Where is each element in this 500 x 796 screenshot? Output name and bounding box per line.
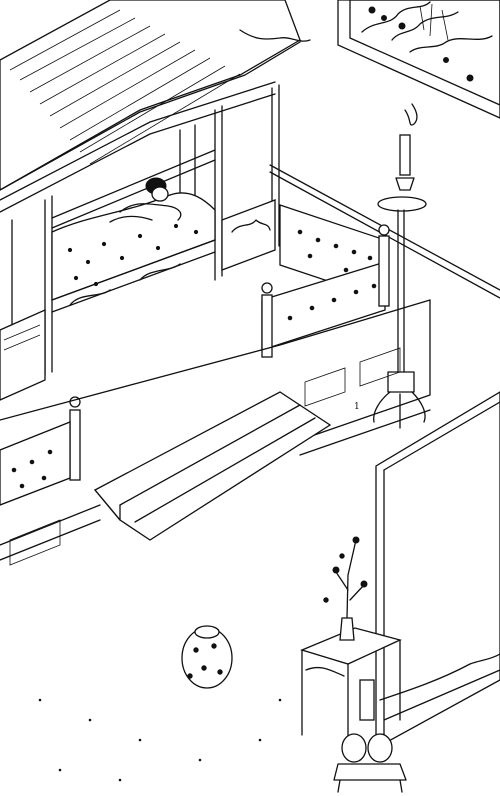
left-panel-speckle — [11, 449, 53, 489]
bed-railing — [69, 204, 390, 481]
side-table — [300, 627, 402, 749]
canopy-bed — [0, 0, 311, 401]
floor-texture — [38, 698, 282, 782]
folding-screen — [375, 391, 500, 750]
framed-painting — [337, 0, 500, 119]
steps — [93, 391, 332, 541]
candle-stand: 1 — [354, 103, 427, 429]
basin-stand — [333, 679, 407, 793]
railing-speckle-2 — [287, 283, 377, 321]
floor-jar — [181, 625, 233, 689]
flower-vase — [323, 536, 368, 641]
quilt-pattern — [67, 223, 199, 287]
bed-platform — [0, 299, 431, 566]
railing-speckle — [297, 229, 373, 273]
reclining-figure — [109, 177, 182, 223]
marker-1: 1 — [354, 402, 360, 412]
